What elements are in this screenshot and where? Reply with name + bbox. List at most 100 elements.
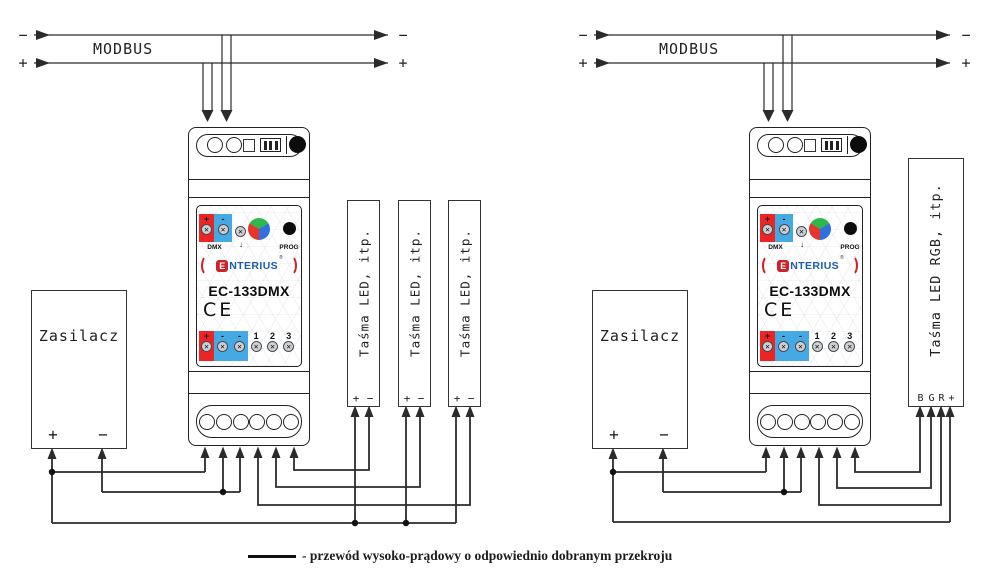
logo-e-badge: E	[777, 259, 790, 272]
output-terminals: 1✕ 2✕ 3✕	[248, 331, 297, 361]
screw-icon: ✕	[250, 341, 262, 352]
legend-line-sample	[248, 555, 296, 559]
led-strip-3: Taśma LED, itp. + −	[448, 200, 481, 407]
terminal-hole	[226, 136, 242, 153]
strip-minus-terminal: −	[467, 392, 475, 405]
psu-minus-terminal: −	[659, 425, 669, 444]
prog-label: PROG	[840, 244, 860, 251]
dmx-plus-terminal: +✕	[760, 214, 775, 242]
round-button	[850, 136, 867, 153]
bus-left-start-minus-label: −	[18, 26, 28, 44]
registered-mark: ®	[279, 255, 283, 261]
screw-icon: ✕	[827, 341, 839, 352]
led-strip-label: Taśma LED RGB, itp.	[928, 183, 944, 357]
terminal-hole	[207, 136, 223, 153]
led-strip-2: Taśma LED, itp. + −	[398, 200, 431, 407]
screw-icon: ✕	[235, 226, 246, 237]
screw-icon: ✕	[778, 341, 789, 352]
case-seam	[189, 371, 309, 373]
psu-label: Zasilacz	[599, 327, 681, 345]
screw-icon: ✕	[217, 224, 229, 235]
terminal-hole	[232, 413, 249, 430]
logo-arc-icon	[845, 255, 858, 276]
terminal-hole	[282, 413, 299, 430]
power-supply-right: Zasilacz + −	[592, 290, 688, 449]
bus-right-end-minus-label: −	[961, 26, 971, 44]
led-strip-label: Taśma LED, itp.	[407, 229, 422, 358]
modbus-label-right: MODBUS	[659, 40, 720, 58]
rgb-wheel-icon	[248, 218, 270, 240]
screw-icon: ✕	[201, 224, 212, 235]
screw-icon: ✕	[778, 224, 790, 235]
power-plus-terminal: +✕	[199, 331, 214, 361]
terminal-hole	[776, 413, 793, 430]
rgb-wheel-icon	[809, 218, 831, 240]
power-supply-left: Zasilacz + −	[31, 290, 127, 449]
bus-left-end-minus-label: −	[398, 26, 408, 44]
case-seam	[189, 393, 309, 395]
power-left-lines	[51, 417, 471, 524]
terminal-hole	[810, 413, 827, 430]
model-number: EC-133DMX	[208, 283, 290, 299]
junction-dots-right	[609, 468, 788, 496]
ce-mark: CE	[764, 299, 796, 321]
bus-left-end-plus-label: +	[398, 54, 408, 72]
strip-b-terminal: B	[917, 393, 924, 404]
modbus-bus-left	[34, 30, 388, 122]
screw-icon: ✕	[844, 341, 856, 352]
psu-minus-terminal: −	[98, 425, 108, 444]
brand-name: NTERIUS	[229, 259, 279, 272]
modbus-left-lines	[34, 34, 388, 110]
junction-dots-left	[48, 468, 410, 527]
terminal-hole	[215, 413, 232, 430]
divider	[847, 136, 849, 154]
dmx-minus-terminal: -✕	[214, 214, 232, 242]
registered-mark: ®	[840, 255, 844, 261]
screw-icon: ✕	[762, 224, 773, 235]
power-wires-left	[47, 405, 475, 527]
prog-label: PROG	[279, 244, 299, 251]
dmx-label: DMX	[768, 244, 783, 251]
screw-icon: ✕	[796, 226, 807, 237]
dip-switch-icon	[260, 138, 281, 152]
psu-label: Zasilacz	[38, 327, 120, 345]
power-wires-right	[608, 405, 955, 523]
logo-e-badge: E	[216, 259, 229, 272]
case-seam	[750, 393, 870, 395]
led-strip-1: Taśma LED, itp. + −	[347, 200, 380, 407]
power-right-arrowheads	[608, 405, 955, 459]
terminal-hole	[199, 413, 215, 430]
screw-icon: ✕	[217, 341, 228, 352]
output-terminals: 1✕ 2✕ 3✕	[809, 331, 858, 361]
ground-arrow-icon: ↓	[239, 240, 243, 249]
led-strip-label: Taśma LED, itp.	[356, 229, 371, 358]
top-terminal-block	[196, 134, 306, 157]
case-seam	[189, 197, 309, 199]
terminal-hole	[760, 413, 776, 430]
round-button	[289, 136, 306, 153]
terminal-hole	[793, 413, 810, 430]
psu-plus-terminal: +	[48, 425, 58, 444]
ce-mark: CE	[203, 299, 235, 321]
screw-icon: ✕	[201, 341, 212, 352]
terminal-hole	[768, 136, 784, 153]
dmx-minus-terminal: -✕	[775, 214, 793, 242]
dmx-plus-terminal: +✕	[199, 214, 214, 242]
psu-plus-terminal: +	[609, 425, 619, 444]
terminal-hole	[266, 413, 283, 430]
strip-plus-terminal: +	[352, 392, 360, 405]
bus-right-start-plus-label: +	[578, 54, 588, 72]
bus-left-start-plus-label: +	[18, 54, 28, 72]
divider	[286, 136, 288, 154]
logo-arc-icon	[201, 255, 214, 276]
terminal-hole	[827, 413, 844, 430]
modbus-right-lines	[594, 34, 950, 110]
bottom-terminal-block	[196, 405, 302, 438]
screw-icon: ✕	[234, 341, 245, 352]
